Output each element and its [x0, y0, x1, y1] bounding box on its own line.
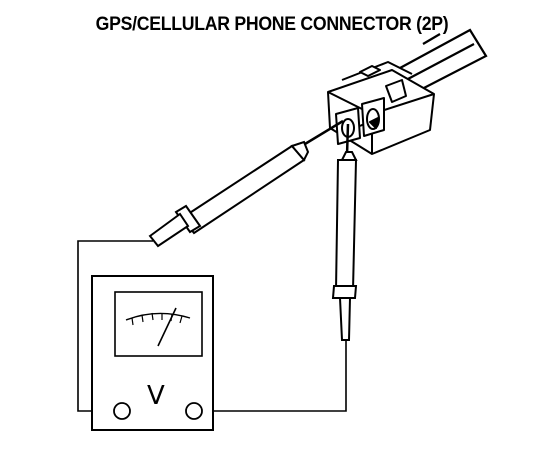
voltmeter-scale [125, 312, 191, 321]
connector-cable [399, 28, 488, 91]
gps-cellular-connector [327, 61, 435, 155]
test-probe-1 [148, 119, 344, 248]
test-probe-2 [331, 123, 358, 341]
voltmeter-needle [157, 307, 177, 347]
diagram-title: GPS/CELLULAR PHONE CONNECTOR (2P) [95, 14, 449, 35]
voltmeter-terminal-left [113, 402, 131, 420]
voltmeter-display [114, 291, 203, 357]
voltmeter-unit-label: V [147, 381, 165, 411]
voltmeter-terminal-right [185, 402, 203, 420]
voltmeter: V [91, 275, 214, 431]
terminal-cavity-2 [361, 97, 385, 137]
